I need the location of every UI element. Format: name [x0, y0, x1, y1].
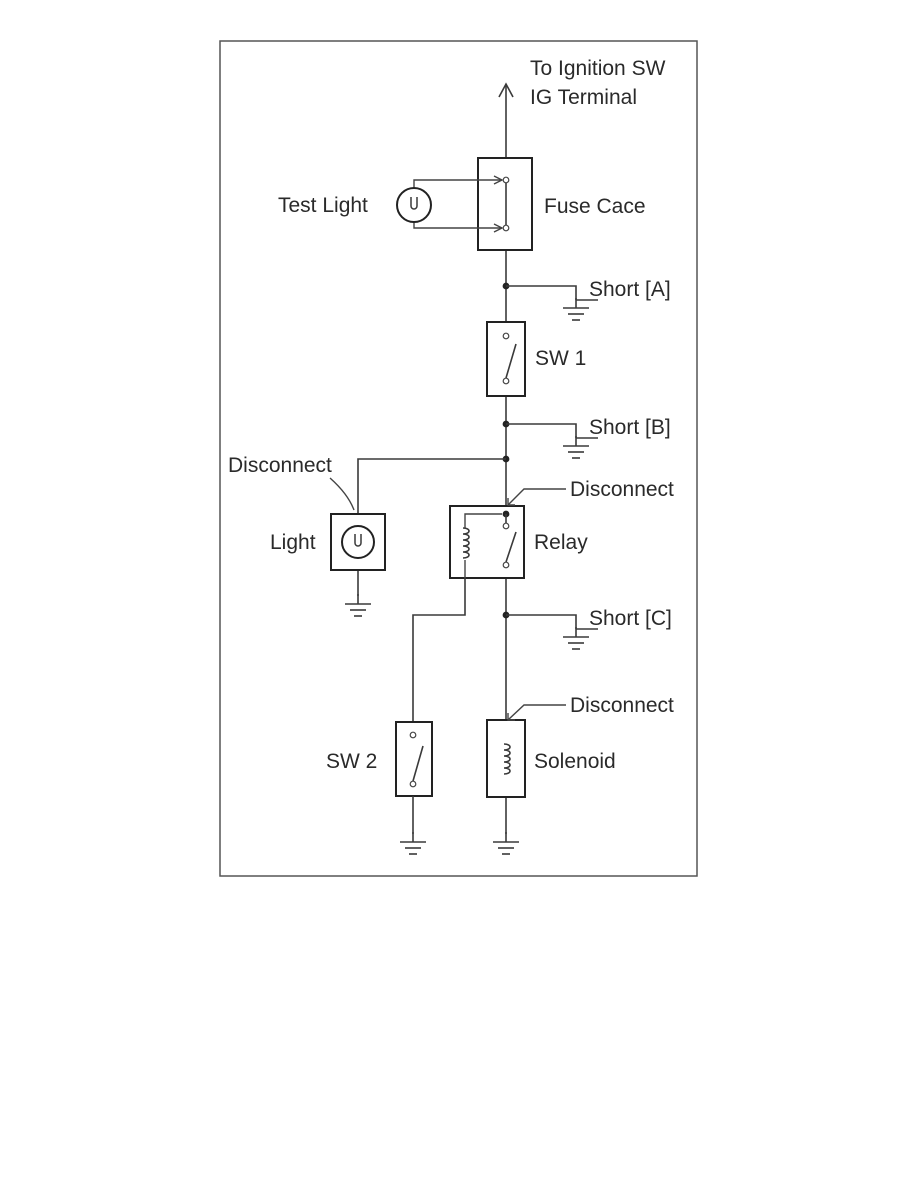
diagram-frame	[219, 40, 698, 877]
relay-to-sw2-wire	[412, 578, 466, 722]
sw2-label: SW 2	[326, 750, 377, 773]
ground-icon	[399, 831, 427, 855]
ignition-label-line1: To Ignition SW	[530, 57, 666, 80]
relay-box	[449, 505, 525, 579]
short-a-branch	[502, 282, 598, 301]
lamp-icon	[396, 187, 432, 223]
solenoid-box	[486, 719, 526, 798]
ground-icon	[562, 435, 590, 459]
light-branch	[357, 455, 510, 596]
ignition-label-line2: IG Terminal	[530, 86, 637, 109]
disconnect-relay-leader	[507, 488, 566, 506]
fuse-case-label: Fuse Cace	[544, 195, 646, 218]
ground-icon	[562, 626, 590, 650]
light-label: Light	[270, 531, 316, 554]
sw1-label: SW 1	[535, 347, 586, 370]
switch-icon	[412, 745, 424, 782]
ground-icon	[492, 831, 520, 855]
switch-icon	[505, 343, 517, 379]
fuse-case	[477, 157, 533, 251]
lamp-icon	[341, 525, 375, 559]
ground-icon	[344, 593, 372, 617]
relay-label: Relay	[534, 531, 588, 554]
switch-icon	[505, 531, 517, 563]
disconnect-light-label: Disconnect	[228, 454, 332, 477]
disconnect-relay-label: Disconnect	[570, 478, 674, 501]
short-a-label: Short [A]	[589, 278, 671, 301]
solenoid-label: Solenoid	[534, 750, 616, 773]
short-c-branch	[502, 611, 598, 630]
disconnect-solenoid-label: Disconnect	[570, 694, 674, 717]
disconnect-solenoid-leader	[507, 704, 566, 721]
test-light-label: Test Light	[278, 194, 368, 217]
disconnect-light-leader	[329, 477, 355, 511]
short-b-label: Short [B]	[589, 416, 671, 439]
sw2-box	[395, 721, 433, 834]
arrow-up-icon	[498, 82, 514, 98]
sw1-box	[486, 321, 526, 397]
short-b-branch	[502, 420, 598, 439]
ground-icon	[562, 297, 590, 321]
short-c-label: Short [C]	[589, 607, 672, 630]
